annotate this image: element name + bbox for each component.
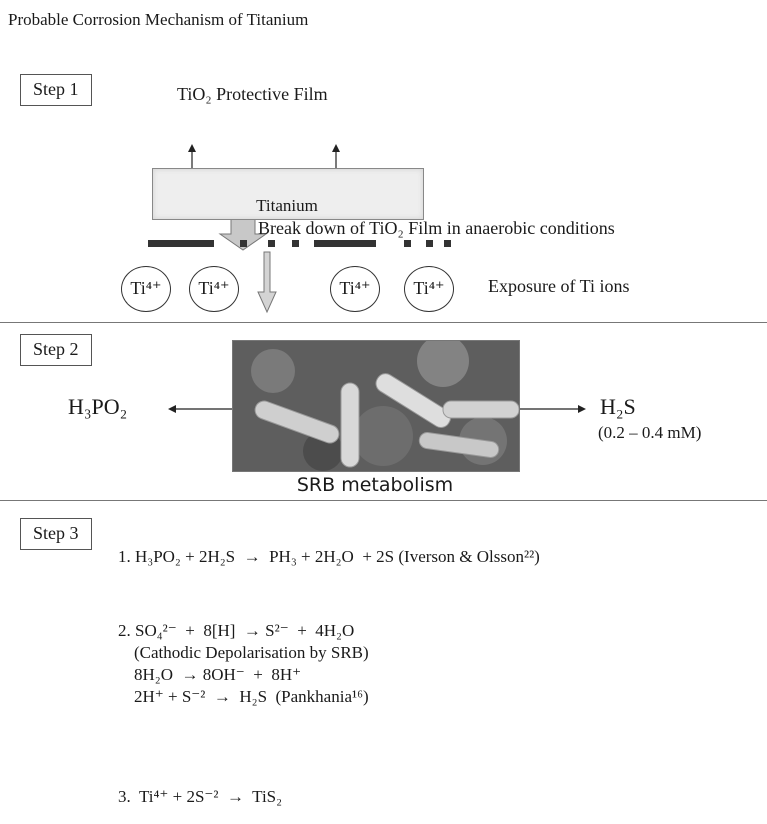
- divider-1: [0, 322, 767, 323]
- step-3-box: Step 3: [20, 518, 92, 550]
- film-segment: [444, 240, 451, 247]
- breakdown-label: Break down of TiO₂ Film in anaerobic con…: [258, 218, 615, 239]
- divider-2: [0, 500, 767, 501]
- h2s-concentration: (0.2 – 0.4 mM): [598, 423, 701, 443]
- equation-3: 3. Ti⁴⁺ + 2S⁻² → TiS₂: [118, 786, 282, 807]
- ti-ion-circle: Ti⁴⁺: [189, 266, 239, 312]
- h2s-product: H₂S: [600, 394, 636, 420]
- h3po2-product: H₃PO₂: [68, 394, 127, 420]
- ion-exposure-label: Exposure of Ti ions: [488, 276, 630, 297]
- ti-ion-circle: Ti⁴⁺: [121, 266, 171, 312]
- srb-micrograph: [232, 340, 520, 472]
- equation-1: 1. H₃PO₂ + 2H₂S → PH₃ + 2H₂O + 2S (Ivers…: [118, 546, 540, 567]
- srb-metabolism-caption: SRB metabolism: [232, 474, 518, 496]
- film-segment: [148, 240, 214, 247]
- titanium-label: Titanium: [152, 196, 422, 216]
- film-segment: [292, 240, 299, 247]
- ti-ion-circle: Ti⁴⁺: [330, 266, 380, 312]
- film-segment: [426, 240, 433, 247]
- ion-exposure-arrow: [258, 252, 276, 312]
- bacteria-image: [233, 341, 519, 471]
- equation-2: 2. SO₄²⁻ + 8[H] → S²⁻ + 4H₂O: [118, 620, 354, 641]
- step-2-box: Step 2: [20, 334, 92, 366]
- equation-2-water: 8H₂O → 8OH⁻ + 8H⁺: [134, 664, 301, 685]
- film-segment: [404, 240, 411, 247]
- ti-ion-circle: Ti⁴⁺: [404, 266, 454, 312]
- film-segment: [314, 240, 376, 247]
- film-segment: [268, 240, 275, 247]
- equation-2-note: (Cathodic Depolarisation by SRB): [134, 642, 369, 663]
- film-segment: [240, 240, 247, 247]
- equation-2-h2s: 2H⁺ + S⁻² → H₂S (Pankhania¹⁶): [134, 686, 369, 707]
- arrow-to-h3po2: [168, 405, 232, 413]
- arrow-to-h2s: [518, 405, 586, 413]
